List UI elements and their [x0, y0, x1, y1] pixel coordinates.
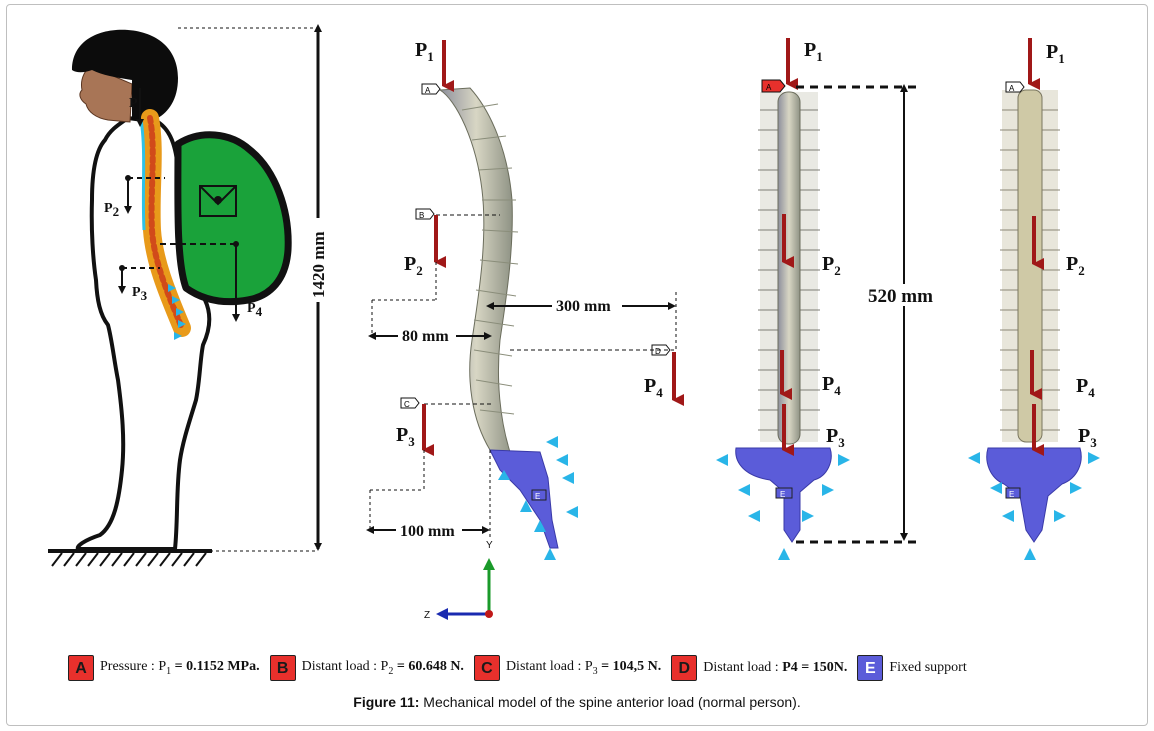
sacrum-front — [735, 447, 832, 543]
tag-e-side: E — [531, 489, 547, 501]
legend-text-b: Distant load : P2 = 60.648 N. — [301, 659, 464, 677]
legend-text-d: Distant load : P4 = 150N. — [703, 660, 848, 675]
front-p4-label: P4 — [822, 373, 841, 398]
front-p1-label: P1 — [804, 39, 823, 64]
spine-front-view-panel: A E P1 P2 P4 P3 520 mm — [716, 38, 942, 560]
axis-z-label: Z — [424, 610, 430, 621]
side-p2-label: P2 — [404, 253, 423, 278]
legend-item-e: E Fixed support — [857, 655, 967, 681]
rear-p4-label: P4 — [1076, 375, 1095, 400]
axis-y-label: Y — [486, 540, 493, 551]
badge-e-icon: E — [857, 655, 884, 681]
figure-p4-label: P4 — [247, 301, 263, 319]
svg-text:D: D — [655, 347, 661, 356]
sacrum-side — [489, 449, 559, 549]
hair — [72, 29, 178, 120]
tag-a-side: A — [421, 83, 441, 95]
tag-e-rear: E — [1005, 487, 1021, 499]
svg-text:A: A — [425, 86, 431, 95]
support-markers-rear — [968, 452, 1100, 560]
support-markers-front — [716, 454, 850, 560]
front-p3-label: P3 — [826, 425, 845, 450]
tag-c-side: C — [400, 397, 420, 409]
legend-text-e: Fixed support — [889, 660, 967, 675]
legend: A Pressure : P1 = 0.1152 MPa. B Distant … — [68, 652, 977, 684]
ground-hatch — [51, 552, 207, 567]
dist-100-label: 100 mm — [400, 523, 455, 540]
side-p4-label: P4 — [644, 375, 663, 400]
side-p3-label: P3 — [396, 424, 415, 449]
spine-side-ribs — [461, 103, 519, 415]
svg-text:B: B — [419, 211, 424, 220]
rear-p3-label: P3 — [1078, 425, 1097, 450]
figure-caption: Figure 11: Mechanical model of the spine… — [0, 694, 1154, 710]
height-spine-label: 520 mm — [868, 286, 933, 307]
dist-300-label: 300 mm — [556, 298, 611, 315]
tag-a-front: A — [761, 79, 786, 93]
badge-b-icon: B — [269, 655, 296, 681]
legend-item-a: A Pressure : P1 = 0.1152 MPa. — [68, 655, 260, 681]
spine-side-body — [438, 87, 513, 453]
spine-mechanical-diagram: P P2 P4 P3 1420 mm — [48, 24, 1100, 621]
spine-rear-view-panel: A E P1 P2 P4 P3 — [968, 38, 1100, 560]
badge-d-icon: D — [671, 655, 698, 681]
front-p2-label: P2 — [822, 253, 841, 278]
height-total-label: 1420 mm — [309, 231, 328, 298]
tag-a-rear: A — [1005, 81, 1025, 93]
axis-triad: Z Y — [424, 540, 495, 621]
svg-text:E: E — [780, 490, 785, 499]
support-markers-side — [498, 436, 578, 560]
caption-text: Mechanical model of the spine anterior l… — [423, 694, 801, 710]
backpack — [174, 131, 292, 306]
rear-p1-label: P1 — [1046, 41, 1065, 66]
backpack-pocket — [199, 185, 237, 217]
svg-text:A: A — [1009, 84, 1015, 93]
figure-frame — [6, 4, 1148, 726]
support-markers-figure — [168, 284, 186, 340]
side-p1-label: P1 — [415, 39, 434, 64]
svg-text:E: E — [1009, 490, 1014, 499]
spine-side-view-panel: A B C D E P1 P2 P3 P4 80 mm 300 mm 100 m… — [366, 39, 684, 621]
svg-text:A: A — [766, 83, 772, 92]
tag-e-front: E — [775, 487, 793, 499]
legend-text-a: Pressure : P1 = 0.1152 MPa. — [100, 659, 260, 677]
legend-item-b: B Distant load : P2 = 60.648 N. — [269, 655, 464, 681]
legend-item-d: D Distant load : P4 = 150N. — [671, 655, 847, 681]
face — [79, 65, 133, 123]
legend-item-c: C Distant load : P3 = 104,5 N. — [473, 655, 662, 681]
svg-text:C: C — [404, 400, 410, 409]
legend-text-c: Distant load : P3 = 104,5 N. — [505, 659, 662, 677]
human-figure-panel: P P2 P4 P3 1420 mm — [48, 24, 330, 567]
dist-80-label: 80 mm — [402, 328, 449, 345]
svg-text:E: E — [535, 492, 540, 501]
figure-p3-label: P3 — [132, 285, 148, 303]
figure-p1-label: P — [129, 96, 138, 111]
caption-label: Figure 11: — [353, 694, 420, 710]
tag-b-side: B — [415, 208, 435, 220]
badge-c-icon: C — [473, 655, 500, 681]
rear-p2-label: P2 — [1066, 253, 1085, 278]
sacrum-rear — [986, 447, 1082, 543]
badge-a-icon: A — [68, 655, 94, 681]
figure-p2-label: P2 — [104, 201, 119, 219]
